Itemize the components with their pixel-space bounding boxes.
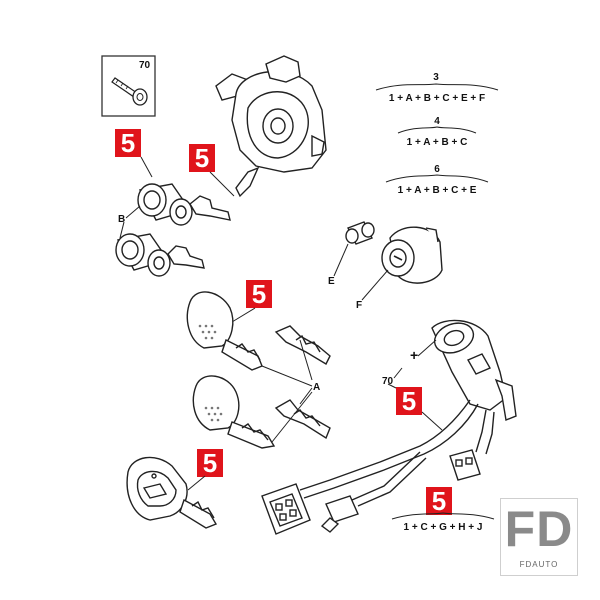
screw-icon [111, 77, 148, 106]
formula-group-6: 6 1 + A + B + C + E [385, 164, 489, 196]
wiring-harness [299, 399, 495, 507]
key-upper [186, 291, 263, 371]
ref-badge: 5 [189, 143, 215, 173]
formula-expression: 1 + A + B + C + E + F [389, 93, 485, 104]
svg-text:5: 5 [121, 128, 135, 158]
svg-text:5: 5 [195, 143, 209, 173]
remote-key-fob [126, 456, 218, 529]
screw-ref-label: 70 [139, 60, 151, 71]
wire-ref-label: 70 [382, 376, 394, 387]
formula-group-5: 1 + C + G + H + J [391, 512, 495, 533]
ref-badge: 5 [115, 128, 141, 158]
watermark-initials: FD [504, 501, 574, 557]
ignition-switch [431, 319, 517, 421]
leader-lines [140, 156, 443, 491]
watermark-text: FDAUTO [519, 560, 559, 569]
lock-cylinder-lower [115, 233, 205, 277]
formula-expression: 1 + A + B + C [407, 137, 468, 148]
ref-badge: 5 [246, 279, 272, 309]
label-a: A [313, 382, 320, 393]
leader-lines-switch [387, 339, 437, 389]
label-f: F [356, 300, 362, 311]
plus-marker: + [410, 347, 418, 363]
label-b: B [118, 214, 125, 225]
leader-lines-a [261, 339, 313, 443]
connector-right [449, 449, 481, 481]
svg-text:5: 5 [252, 279, 266, 309]
connector-small [320, 495, 359, 533]
ref-badge: 5 [396, 386, 422, 416]
svg-text:5: 5 [402, 386, 416, 416]
watermark-logo: FD FDAUTO [500, 498, 578, 576]
leader-lines-b [119, 205, 141, 239]
barrel-e [345, 221, 375, 245]
lock-cylinder-upper [137, 183, 231, 226]
ignition-lock-f [381, 226, 443, 284]
formula-number: 4 [434, 116, 440, 127]
svg-text:5: 5 [203, 448, 217, 478]
steering-lock-housing [215, 55, 327, 198]
formula-number: 6 [434, 164, 440, 175]
key-blade-lower [274, 399, 331, 440]
key-blade-upper [274, 325, 331, 365]
key-lower [192, 375, 276, 449]
label-e: E [328, 276, 335, 287]
formula-group-3: 3 1 + A + B + C + E + F [375, 72, 499, 104]
ref-badge: 5 [197, 448, 223, 478]
screw-box: 70 [101, 55, 156, 117]
connector-large [261, 483, 311, 535]
formula-expression: 1 + A + B + C + E [398, 185, 477, 196]
formula-number: 3 [433, 72, 439, 83]
svg-text:5: 5 [432, 486, 446, 516]
formula-expression: 1 + C + G + H + J [404, 522, 483, 533]
ref-badge: 5 [426, 486, 452, 516]
formula-group-4: 4 1 + A + B + C [397, 116, 477, 148]
